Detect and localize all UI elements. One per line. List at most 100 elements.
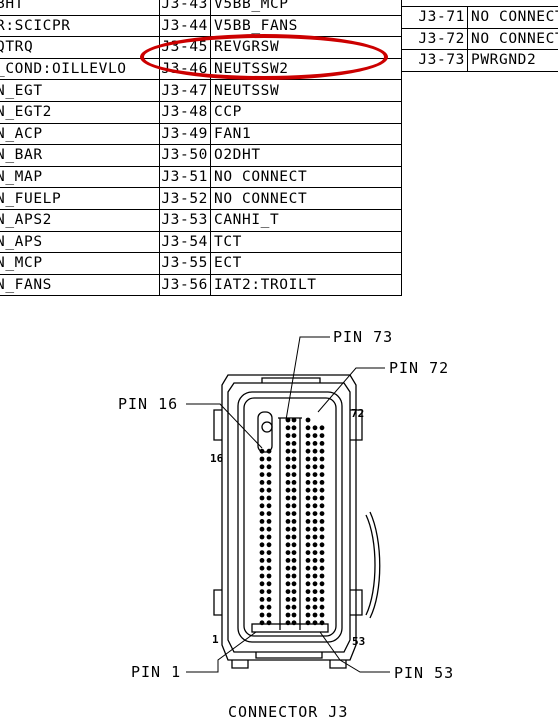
pin-contact [291,519,297,524]
pin-contact [266,581,272,587]
pin-contact [305,448,311,454]
pin-contact [319,589,325,594]
pin-contact [319,456,325,462]
pin-contact [305,526,311,532]
pin-contact [259,620,265,626]
pin-cell: J3-49 [159,122,211,146]
pin-contact [319,542,325,548]
pin-contact [266,604,272,610]
pin-contact [305,558,311,563]
pin-contact [312,495,318,501]
pin-contact [291,526,297,532]
pin-contact [312,526,318,532]
pin-cell: J3-47 [159,79,211,102]
pin-contact [305,542,311,548]
pin-contact [291,558,297,563]
pin-contact [305,565,311,571]
pin-contact [291,620,297,626]
pin-contact [285,417,291,423]
pin-contact [266,480,272,485]
signal-cell: N_APS [0,230,160,254]
pin-cell: J3-72 [401,27,468,51]
pin-contact [291,425,297,431]
pin-contact [319,597,325,602]
function-cell: TCT [210,230,402,254]
pin-contact [285,558,291,563]
pin-contact [266,589,272,594]
pin-contact [291,604,297,610]
function-cell: CANHI_T [210,208,402,232]
pin-contact [305,441,311,446]
pin-contact [285,433,291,438]
pin-contact [285,519,291,524]
pin-contact [259,589,265,594]
pin-contact [312,604,318,610]
pin-contact [305,604,311,610]
pin-contact [312,550,318,555]
pin-contact [259,480,265,485]
function-cell: V5BB_MCP [210,0,402,16]
pin-contact [305,417,311,423]
pin-contact [312,612,318,618]
pin-contact [259,464,265,470]
pin-contact [285,597,291,602]
pin-contact [319,433,325,438]
pin-contact [312,620,318,626]
pin-contact [285,526,291,532]
pin-contact [291,472,297,477]
pin-contact [291,581,297,587]
pin-contact [312,433,318,438]
pin-contact [266,542,272,548]
pin-contact [305,503,311,509]
pin-contact [259,511,265,516]
pin-contact [266,511,272,516]
pin-contact [312,448,318,454]
pin-contact [319,620,325,626]
pin-cell: J3-43 [159,0,211,16]
pin-contact [291,464,297,470]
pin-contact [285,448,291,454]
pin-contact [285,464,291,470]
pin-contact [291,433,297,438]
pin-contact [305,581,311,587]
pin-contact [285,612,291,618]
pin-contact [312,542,318,548]
pin-contact [285,495,291,501]
pin-contact [285,589,291,594]
pin-contact [305,456,311,462]
pin-contact [319,511,325,516]
function-cell: PWRGND2 [467,49,558,72]
pin-contact [259,456,265,462]
pin-contact [291,441,297,446]
pin-contact [319,480,325,485]
pin-contact [305,425,311,431]
pin-contact [319,573,325,579]
pin-contact [291,417,297,423]
pin-contact [266,495,272,501]
signal-cell: N_FANS [0,273,160,297]
pin-contact [319,464,325,470]
pin-contact [319,448,325,454]
pin-contact [266,503,272,509]
pin-contact [291,589,297,594]
signal-cell: BHT [0,0,160,16]
pin-contact [291,487,297,493]
pin-contact [259,550,265,555]
pin-contact [285,503,291,509]
pin-contact [259,472,265,477]
pin-contact [266,565,272,571]
pin-contact [266,526,272,532]
pin-contact [291,565,297,571]
pin-contact [259,597,265,602]
pin-contact [285,534,291,540]
pin-contact [259,503,265,509]
pin-contact [259,526,265,532]
pin-contact [266,612,272,618]
pin-contact [259,487,265,493]
pin-contact [291,612,297,618]
